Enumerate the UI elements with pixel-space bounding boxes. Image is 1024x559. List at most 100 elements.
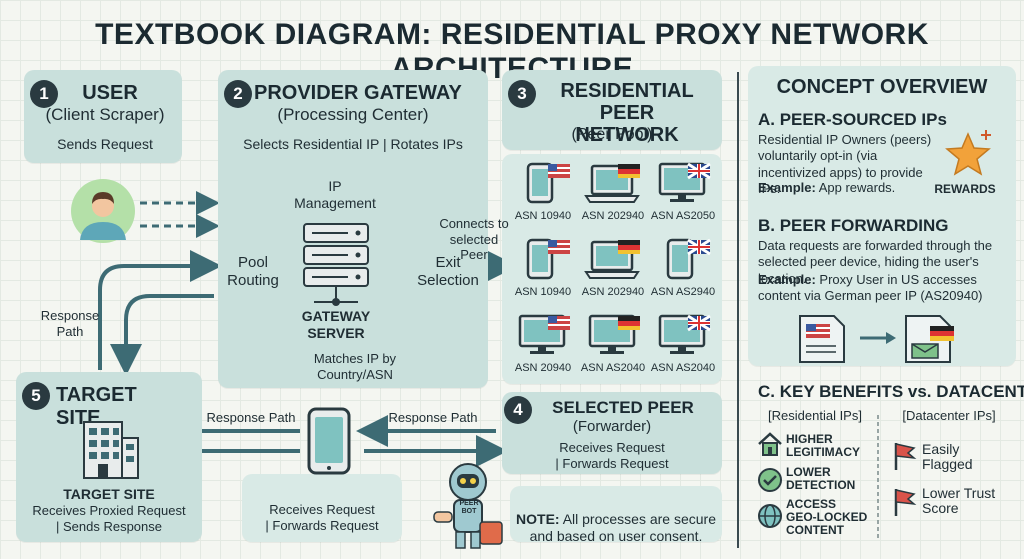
step-4-badge: 4 <box>504 396 532 424</box>
flag-uk-icon <box>687 162 711 180</box>
forward-arrow-icon <box>860 332 896 344</box>
flag-de-icon <box>618 316 640 330</box>
exit-selection-label: Exit Selection <box>417 254 479 289</box>
overview-a-example-text: App rewards. <box>815 180 896 195</box>
peer-asn-label: ASN AS2050 <box>650 210 716 222</box>
peer-asn-label: ASN 202940 <box>581 286 645 298</box>
monitor-icon <box>658 162 711 202</box>
selected-peer-title: SELECTED PEER <box>552 398 694 417</box>
response-path-arrow-2 <box>110 294 214 376</box>
overview-a-example-label: Example: <box>758 180 816 195</box>
overview-b-text: Data requests are forwarded through the … <box>758 238 993 286</box>
red-flag-icon-2 <box>894 489 917 516</box>
peer-asn-label: ASN 10940 <box>514 286 572 298</box>
gateway-server-label: GATEWAY SERVER <box>301 308 371 341</box>
step-1-badge: 1 <box>30 80 58 108</box>
selected-peer-desc: Receives Request | Forwards Request <box>555 440 669 471</box>
phone-icon <box>526 162 570 204</box>
note-label: NOTE: <box>516 510 560 527</box>
flag-us-icon <box>548 316 570 330</box>
target-site-title: TARGET SITE <box>56 384 137 429</box>
peer-asn-label: ASN 202940 <box>581 210 645 222</box>
house-icon <box>758 432 782 456</box>
ip-management-label: IP Management <box>294 178 376 211</box>
benefit-lower-detection: LOWER DETECTION <box>786 465 856 493</box>
note-body: All processes are secure and based on us… <box>529 510 716 544</box>
monitor-icon <box>658 314 711 354</box>
overview-a-text: Residential IP Owners (peers) voluntaril… <box>758 132 932 196</box>
note-text: NOTE: All processes are secure and based… <box>510 494 722 544</box>
overview-b-title: B. PEER FORWARDING <box>758 216 949 235</box>
peer-bot-icon <box>433 463 503 549</box>
response-path-left-label: Response Path <box>206 410 296 425</box>
step-2-badge: 2 <box>224 80 252 108</box>
peer-device-monitor: ASN 20940 <box>508 312 578 388</box>
peer-device-phone: ASN 10940 <box>508 160 578 236</box>
rewards-label: REWARDS <box>934 182 996 196</box>
laptop-icon <box>584 240 640 279</box>
response-path-arrow-1 <box>98 250 222 370</box>
flag-de-icon <box>618 164 640 178</box>
peer-asn-label: ASN AS2040 <box>650 362 716 374</box>
peer-device-phone: ASN 10940 <box>508 236 578 312</box>
peer-device-laptop: ASN 202940 <box>578 160 648 236</box>
user-title: USER <box>82 82 138 104</box>
monitor-icon <box>588 314 640 354</box>
user-subtitle: (Client Scraper) <box>45 105 165 124</box>
flag-uk-icon <box>687 314 711 332</box>
gateway-desc: Selects Residential IP | Rotates IPs <box>243 136 463 152</box>
residential-ips-head: [Residential IPs] <box>768 408 862 423</box>
red-flag-icon-1 <box>894 443 917 470</box>
peer-bot-label: PEER BOT <box>459 500 479 515</box>
peer-network-box <box>502 70 722 150</box>
flag-us-icon <box>548 164 570 178</box>
phone-icon <box>666 238 711 280</box>
note-box <box>510 486 722 542</box>
peer-network-subtitle: (Peer Pool) <box>571 126 653 143</box>
peer-device-monitor: ASN AS2040 <box>578 312 648 388</box>
us-document-icon <box>799 315 845 363</box>
target-desc: Receives Proxied Request | Sends Respons… <box>32 503 186 534</box>
overview-panel <box>748 66 1016 366</box>
peer-device-laptop: ASN 202940 <box>578 236 648 312</box>
middle-relay-box <box>242 474 402 542</box>
matches-label: Matches IP by Country/ASN <box>313 351 397 382</box>
relay-phone-icon <box>307 407 351 475</box>
de-document-icon <box>905 315 954 363</box>
user-desc: Sends Request <box>57 136 153 152</box>
overview-c-title: C. KEY BENEFITS vs. DATACENTER <box>758 382 1024 401</box>
server-rack-icon <box>303 223 369 306</box>
selected-peer-subtitle: (Forwarder) <box>572 418 652 435</box>
drawback-easily-flagged: Easily Flagged <box>922 441 973 473</box>
peer-asn-label: ASN AS2040 <box>580 362 646 374</box>
overview-b-example: Example: Proxy User in US accesses conte… <box>758 272 1016 305</box>
middle-desc: Receives Request | Forwards Request <box>265 502 379 533</box>
laptop-icon <box>584 164 640 203</box>
datacenter-ips-head: [Datacenter IPs] <box>902 408 996 423</box>
globe-icon <box>758 504 782 528</box>
peer-device-monitor: ASN AS2050 <box>648 160 718 236</box>
peer-network-title: RESIDENTIAL PEER NETWORK <box>560 80 694 146</box>
peer-device-monitor: ASN AS2040 <box>648 312 718 388</box>
star-rewards-icon <box>945 130 991 176</box>
page-title: TEXTBOOK DIAGRAM: RESIDENTIAL PROXY NETW… <box>95 18 929 85</box>
flag-uk-icon <box>687 238 711 256</box>
pool-routing-label: Pool Routing <box>227 254 279 289</box>
selected-peer-box <box>502 392 722 474</box>
gateway-subtitle: (Processing Center) <box>277 105 429 124</box>
monitor-icon <box>518 314 570 354</box>
flag-us-icon <box>548 240 570 254</box>
target-building-label: TARGET SITE <box>63 486 155 502</box>
step-5-badge: 5 <box>22 382 50 410</box>
connects-label: Connects to selected Peer <box>439 216 509 263</box>
overview-b-example-label: Example: <box>758 272 816 287</box>
overview-b-example-text: Proxy User in US accesses content via Ge… <box>758 272 983 304</box>
overview-a-title: A. PEER-SOURCED IPs <box>758 110 947 129</box>
peer-asn-label: ASN 10940 <box>514 210 572 222</box>
response-path-label: Response Path <box>40 308 100 339</box>
overview-title: CONCEPT OVERVIEW <box>776 76 988 98</box>
gateway-title: PROVIDER GATEWAY <box>254 82 462 104</box>
benefit-higher-legitimacy: HIGHER LEGITIMACY <box>786 432 860 460</box>
phone-icon <box>526 238 570 280</box>
user-avatar-icon <box>71 179 135 243</box>
